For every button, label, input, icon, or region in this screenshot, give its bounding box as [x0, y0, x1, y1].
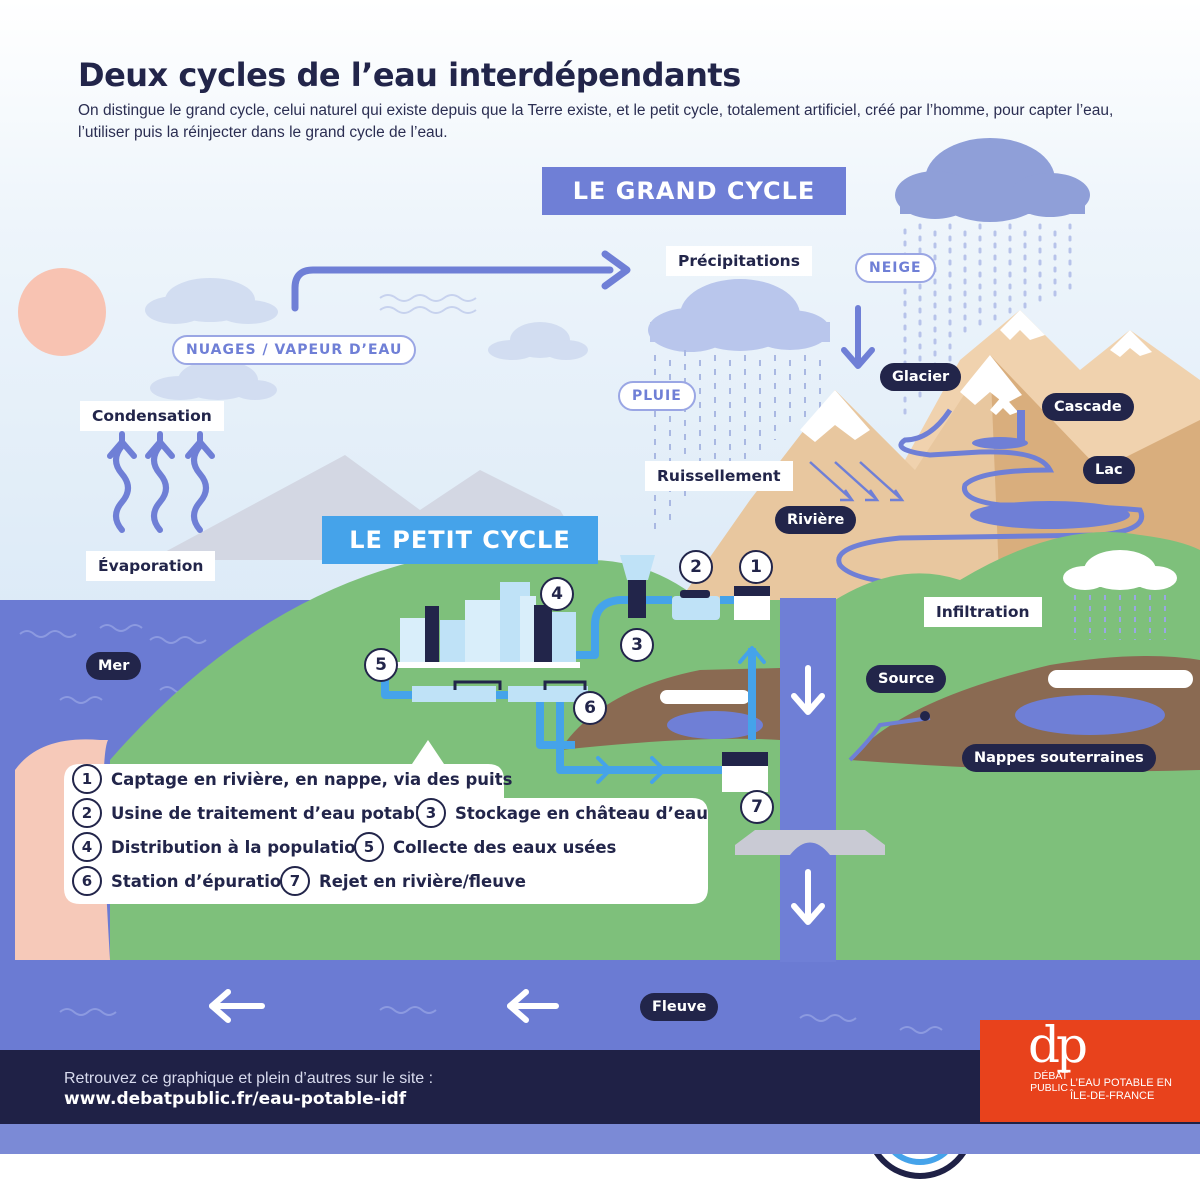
- legend-num: 5: [354, 832, 384, 862]
- step-marker-2: 2: [679, 550, 713, 584]
- step-marker-3: 3: [620, 628, 654, 662]
- legend-label: Stockage en château d’eau: [455, 803, 708, 823]
- legend-panel: [64, 740, 708, 904]
- footer-strip: [0, 1124, 1200, 1154]
- legend-label: Captage en rivière, en nappe, via des pu…: [111, 769, 513, 789]
- dp-logo-tagline: L’EAU POTABLE EN ÎLE-DE-FRANCE: [1070, 1077, 1172, 1102]
- step-marker-4: 4: [540, 577, 574, 611]
- label-fleuve: Fleuve: [640, 993, 719, 1021]
- label-mer: Mer: [86, 652, 142, 680]
- legend-label: Collecte des eaux usées: [393, 837, 617, 857]
- label-source: Source: [866, 665, 947, 693]
- label-riviere: Rivière: [775, 506, 857, 534]
- treatment-plant: [672, 596, 720, 620]
- legend-label: Rejet en rivière/fleuve: [319, 871, 526, 891]
- legend-item-1: 1 Captage en rivière, en nappe, via des …: [72, 764, 512, 794]
- cloud-icon: [145, 278, 278, 324]
- river-arrows: [791, 665, 825, 925]
- snow-cap: [960, 355, 1022, 405]
- legend-item-4: 4 Distribution à la population: [72, 832, 367, 862]
- fleuve-arrows: [209, 989, 559, 1023]
- city-buildings: [396, 582, 580, 668]
- fleuve-waves: [59, 1006, 943, 1034]
- source-stream: [848, 716, 931, 762]
- vapour-flow-arrow: [291, 266, 614, 312]
- legend-num: 3: [416, 798, 446, 828]
- label-nuages: NUAGES / VAPEUR D’EAU: [172, 335, 417, 365]
- step-marker-5: 5: [364, 648, 398, 682]
- snow-cap: [800, 390, 870, 442]
- waterfall: [1017, 410, 1025, 442]
- rain-cloud-icon: [648, 279, 830, 352]
- footer-link[interactable]: www.debatpublic.fr/eau-potable-idf: [64, 1089, 407, 1109]
- cloud-icon: [150, 360, 277, 400]
- water-tower-icon: [620, 555, 655, 618]
- infiltration-cloud-icon: [1063, 550, 1177, 590]
- legend: 1 Captage en rivière, en nappe, via des …: [64, 764, 708, 904]
- step-marker-1: 1: [739, 550, 773, 584]
- evaporation-arrows: [107, 431, 215, 533]
- dp-logo-subtext: DÉBAT PUBLIC: [1030, 1070, 1068, 1094]
- vapour-lines: [379, 294, 477, 314]
- legend-item-3: 3 Stockage en château d’eau: [416, 798, 708, 828]
- label-evaporation: Évaporation: [86, 551, 216, 581]
- label-neige: NEIGE: [855, 253, 936, 283]
- label-condensation: Condensation: [80, 401, 224, 431]
- page-title: Deux cycles de l’eau interdépendants: [78, 56, 741, 94]
- snow-cap: [990, 395, 1018, 415]
- treatment-basin: [412, 686, 496, 702]
- label-cascade: Cascade: [1042, 393, 1134, 421]
- bridge-arch: [790, 842, 830, 855]
- legend-item-7: 7 Rejet en rivière/fleuve: [280, 866, 526, 896]
- step-marker-7: 7: [740, 790, 774, 824]
- legend-label: Station d’épuration: [111, 871, 293, 891]
- treatment-basin: [508, 686, 588, 702]
- label-nappes: Nappes souterraines: [962, 744, 1156, 772]
- snow-cloud-icon: [895, 138, 1090, 222]
- ground-strip: [1048, 670, 1193, 688]
- arrow-head-icon: [841, 347, 875, 369]
- snow-cap: [1000, 310, 1045, 340]
- petit-cycle-banner: LE PETIT CYCLE: [322, 516, 598, 564]
- step-marker-6: 6: [573, 691, 607, 725]
- legend-num: 2: [72, 798, 102, 828]
- legend-num: 4: [72, 832, 102, 862]
- source-icon: [920, 711, 930, 721]
- snow-cap: [1110, 330, 1152, 357]
- dp-logo: dp: [1028, 1016, 1088, 1074]
- infiltration-rain: [1074, 595, 1166, 640]
- legend-num: 6: [72, 866, 102, 896]
- label-infiltration: Infiltration: [924, 597, 1042, 627]
- legend-item-6: 6 Station d’épuration: [72, 866, 293, 896]
- legend-num: 7: [280, 866, 310, 896]
- arrow-head-icon: [601, 250, 631, 290]
- label-pluie: PLUIE: [618, 381, 696, 411]
- label-lac: Lac: [1083, 456, 1135, 484]
- legend-num: 1: [72, 764, 102, 794]
- footer-text: Retrouvez ce graphique et plein d’autres…: [64, 1070, 434, 1087]
- legend-item-2: 2 Usine de traitement d’eau potable: [72, 798, 432, 828]
- label-precipitations: Précipitations: [666, 246, 812, 276]
- pipe-arrows: [596, 646, 766, 784]
- legend-label: Distribution à la population: [111, 837, 368, 857]
- sun-icon: [18, 268, 106, 356]
- aquifer: [667, 711, 763, 739]
- lake: [972, 437, 1028, 449]
- aquifer: [1015, 695, 1165, 735]
- lake: [970, 501, 1130, 529]
- cloud-icon: [488, 322, 588, 360]
- ground-strip: [660, 690, 750, 704]
- page-subtitle: On distingue le grand cycle, celui natur…: [78, 102, 1114, 141]
- debat-public-logo-box: [980, 1020, 1200, 1122]
- grand-cycle-banner: LE GRAND CYCLE: [542, 167, 846, 215]
- label-glacier: Glacier: [880, 363, 962, 391]
- label-ruissellement: Ruissellement: [645, 461, 793, 491]
- legend-label: Usine de traitement d’eau potable: [111, 803, 432, 823]
- legend-item-5: 5 Collecte des eaux usées: [354, 832, 616, 862]
- runoff-arrows: [809, 461, 905, 502]
